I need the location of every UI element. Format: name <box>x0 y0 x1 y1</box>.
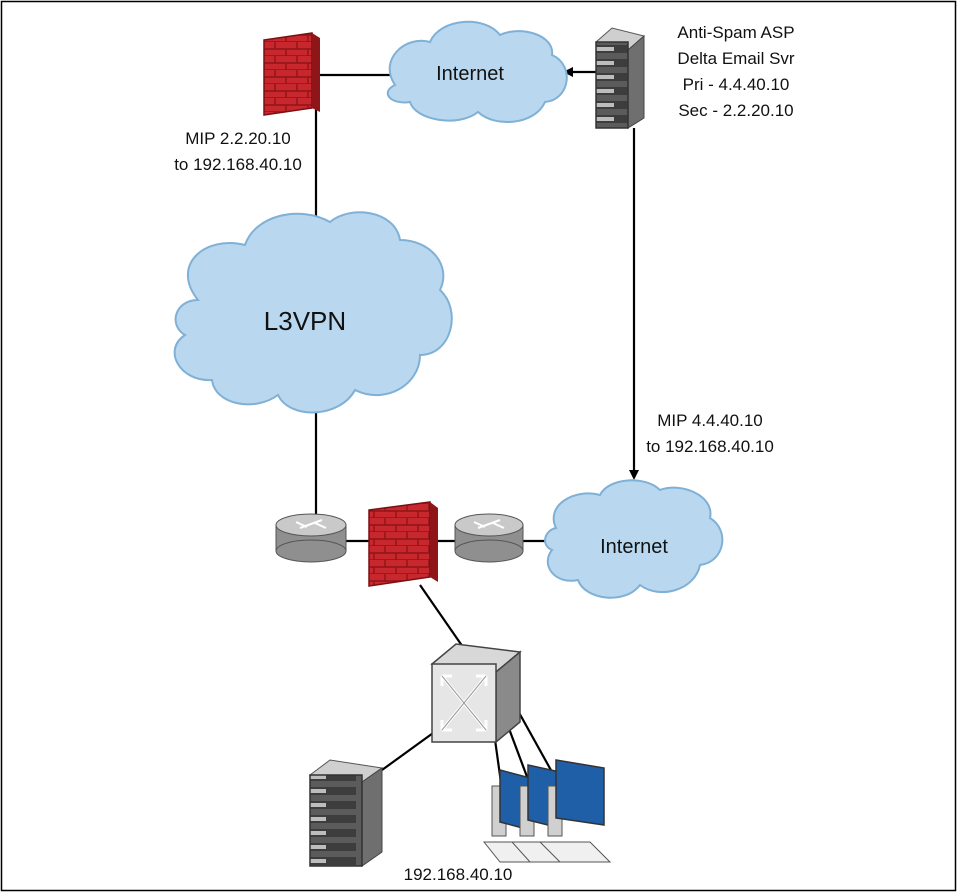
server-icon <box>594 27 646 129</box>
mip-bottom-label-line-1: MIP 4.4.40.10 <box>657 411 763 430</box>
cloud-label-internet-bottom: Internet <box>600 536 668 558</box>
cloud-icon <box>386 20 568 124</box>
cloud-icon <box>173 211 453 414</box>
cloud-label-l3vpn: L3VPN <box>264 306 346 336</box>
asp-label-line-3: Pri - 4.4.40.10 <box>683 75 790 94</box>
router-icon <box>275 513 347 563</box>
cloud-icon <box>544 479 724 599</box>
asp-label-line-4: Sec - 2.2.20.10 <box>678 101 793 120</box>
asp-label: Anti-Spam ASP Delta Email Svr Pri - 4.4.… <box>677 23 794 120</box>
switch-icon <box>430 643 522 744</box>
link-firewall-switch <box>419 584 466 651</box>
workstation-icon <box>538 759 612 863</box>
link-switch-server <box>381 727 441 771</box>
workstation-icon <box>482 769 542 863</box>
firewall-icon <box>368 501 438 587</box>
asp-label-line-2: Delta Email Svr <box>677 49 794 68</box>
asp-label-line-1: Anti-Spam ASP <box>677 23 794 42</box>
server-ip-label: 192.168.40.10 <box>404 865 513 884</box>
cloud-label-internet-top: Internet <box>436 63 504 85</box>
router-icon <box>454 513 524 563</box>
mip-bottom-label-line-2: to 192.168.40.10 <box>646 437 774 456</box>
firewall-icon <box>263 32 320 116</box>
server-icon <box>308 759 384 867</box>
mip-top-label-line-2: to 192.168.40.10 <box>174 155 302 174</box>
mip-top-label-line-1: MIP 2.2.20.10 <box>185 129 291 148</box>
